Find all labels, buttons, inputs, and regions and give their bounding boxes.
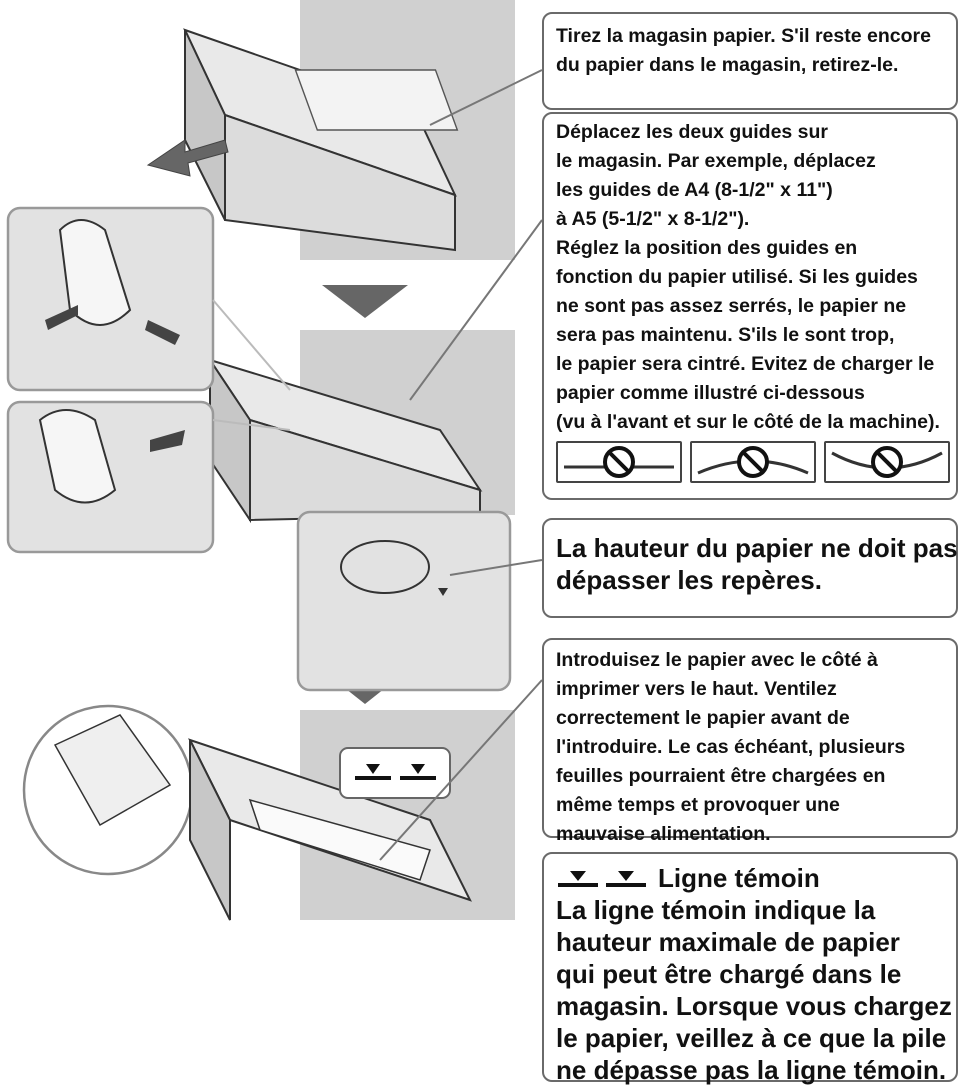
- callout-line: mauvaise alimentation.: [556, 823, 771, 845]
- callout-line: papier comme illustré ci-dessous: [556, 382, 865, 404]
- drawer-illustration-bottom: [188, 710, 515, 921]
- down-arrow-icon: [322, 285, 408, 318]
- fan-paper-illustration: [22, 704, 194, 876]
- callout-line: magasin. Lorsque vous chargez: [556, 991, 952, 1021]
- callout-line: le papier sera cintré. Evitez de charger…: [556, 353, 935, 375]
- pull-arrow-icon: [146, 139, 229, 177]
- no-entry-icon: [564, 446, 674, 478]
- callout-line: sera pas maintenu. S'ils le sont trop,: [556, 324, 895, 346]
- callout-line: imprimer vers le haut. Ventilez: [556, 678, 837, 700]
- drawer-illustration-middle: [207, 330, 515, 524]
- callout-line: dépasser les repères.: [556, 565, 822, 595]
- callout-line: le magasin. Par exemple, déplacez: [556, 150, 876, 172]
- callout-line: Déplacez les deux guides sur: [556, 121, 829, 143]
- guide-zoom-panel-2: [6, 400, 215, 554]
- fill-indicator-icon: [339, 747, 451, 799]
- callout-pull-out: Tirez la magasin papier. S'il reste enco…: [542, 12, 958, 110]
- callout-line: Introduisez le papier avec le côté à: [556, 649, 878, 671]
- callout-line: le papier, veillez à ce que la pile: [556, 1023, 947, 1053]
- drawer-illustration-top: [183, 0, 515, 260]
- fill-indicator-icon: [558, 871, 646, 887]
- callout-line: feuilles pourraient être chargées en: [556, 765, 886, 787]
- callout-guides: Déplacez les deux guides sur le magasin.…: [542, 112, 958, 500]
- callout-line: ne dépasse pas la ligne témoin.: [556, 1055, 947, 1085]
- callout-line: du papier dans le magasin, retirez-le.: [556, 54, 899, 76]
- callout-line: (vu à l'avant et sur le côté de la machi…: [556, 411, 940, 433]
- callout-line: Tirez la magasin papier. S'il reste enco…: [556, 25, 931, 47]
- callout-insert-paper: Introduisez le papier avec le côté à imp…: [542, 638, 958, 845]
- callout-line: les guides de A4 (8-1/2" x 11"): [556, 179, 833, 201]
- no-entry-icon: [831, 446, 943, 478]
- callout-line: même temps et provoquer une: [556, 794, 840, 816]
- callout-line: ne sont pas assez serrés, le papier ne: [556, 295, 907, 317]
- callout-line: La hauteur du papier ne doit pas: [556, 533, 958, 563]
- callout-line: qui peut être chargé dans le: [556, 959, 902, 989]
- indicator-title: Ligne témoin: [658, 863, 820, 893]
- callout-line: fonction du papier utilisé. Si les guide…: [556, 266, 918, 288]
- height-marker-zoom: [296, 510, 512, 692]
- callout-line: La ligne témoin indique la: [556, 895, 876, 925]
- incorrect-example-1: [556, 441, 682, 483]
- incorrect-example-3: [824, 441, 950, 483]
- no-entry-icon: [697, 446, 809, 478]
- indicator-heading: Ligne témoin: [556, 862, 956, 894]
- incorrect-loading-examples: [556, 441, 956, 483]
- callout-indicator-line: Ligne témoin La ligne témoin indique la …: [542, 852, 958, 1085]
- callout-line: l'introduire. Le cas échéant, plusieurs: [556, 736, 906, 758]
- callout-line: hauteur maximale de papier: [556, 927, 900, 957]
- callout-line: à A5 (5-1/2" x 8-1/2").: [556, 208, 750, 230]
- callout-line: correctement le papier avant de: [556, 707, 850, 729]
- callout-height-limit: La hauteur du papier ne doit pas dépasse…: [542, 518, 958, 618]
- callout-line: Réglez la position des guides en: [556, 237, 858, 259]
- guide-zoom-panel-1: [6, 206, 215, 392]
- incorrect-example-2: [690, 441, 816, 483]
